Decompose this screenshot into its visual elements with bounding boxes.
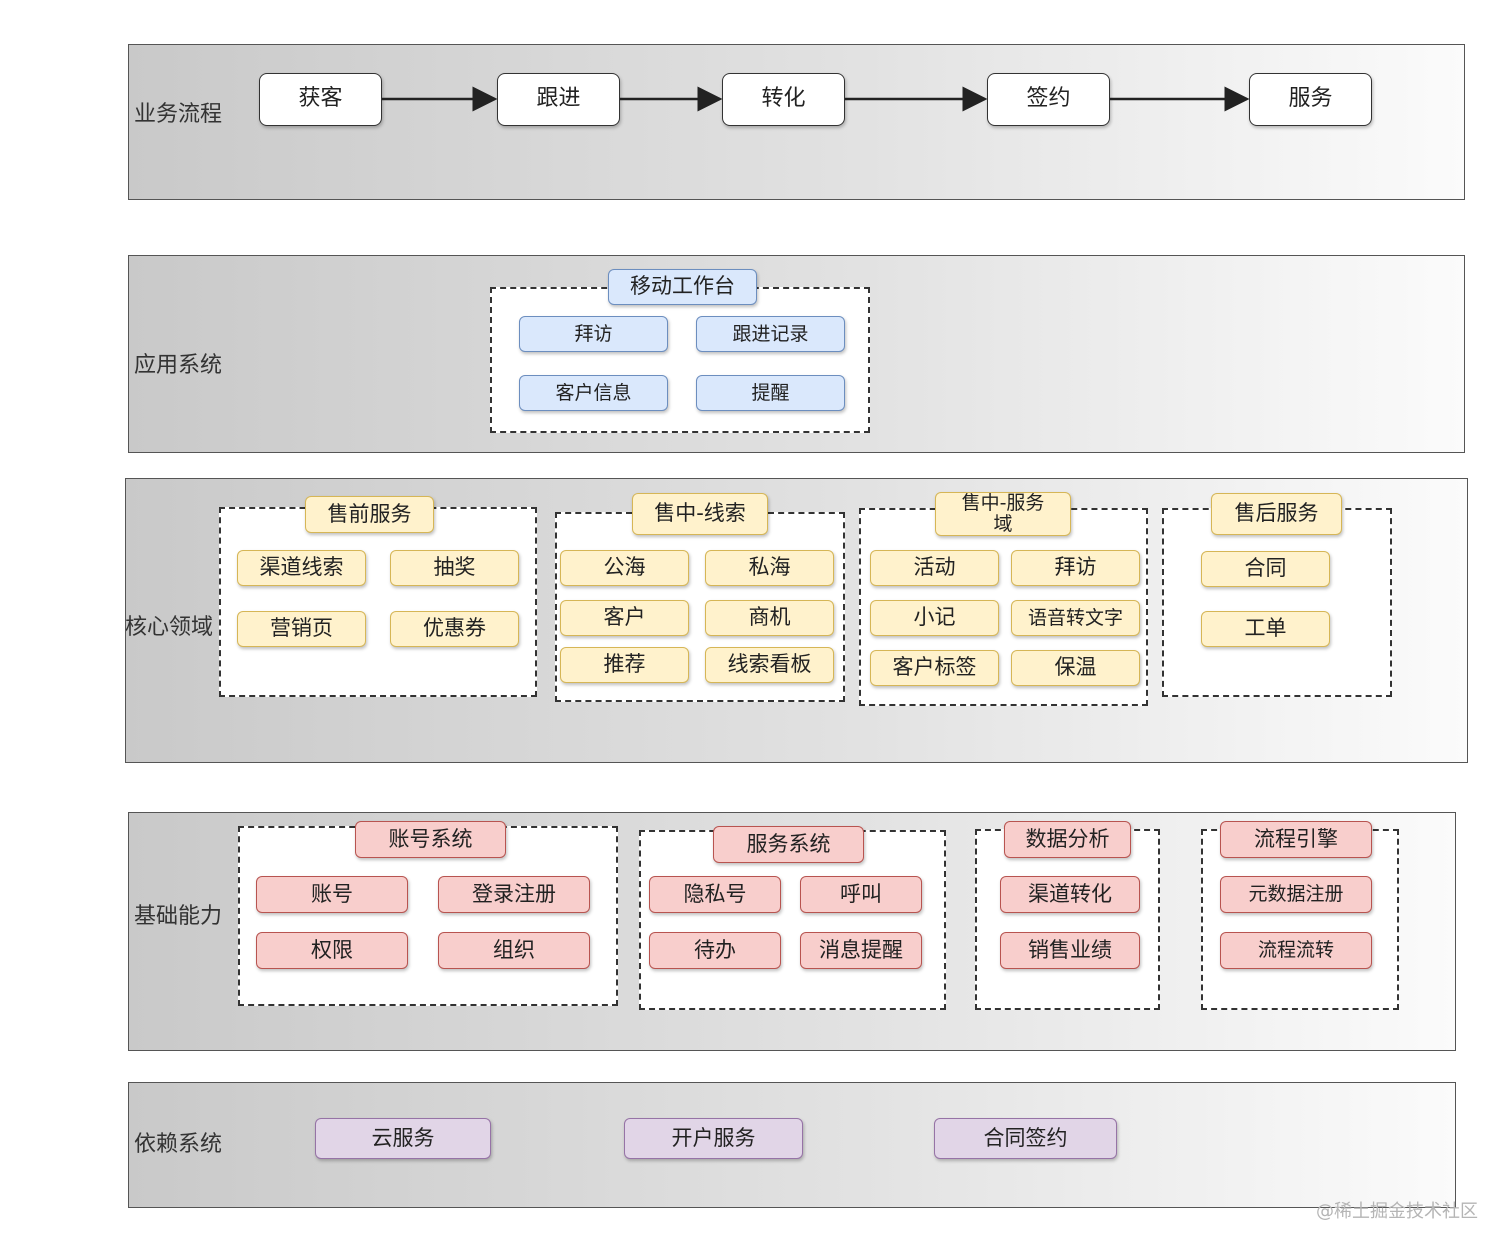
- basic-item-call[interactable]: 呼叫: [800, 876, 922, 913]
- flow-step-acquire[interactable]: 获客: [259, 73, 382, 126]
- app-item-reminder[interactable]: 提醒: [696, 375, 845, 411]
- core-item-keep-warm[interactable]: 保温: [1011, 650, 1140, 686]
- dep-item-cloud-service[interactable]: 云服务: [315, 1118, 491, 1159]
- group-title-process-engine: 流程引擎: [1220, 821, 1372, 858]
- dep-item-account-opening[interactable]: 开户服务: [624, 1118, 803, 1159]
- core-item-coupon[interactable]: 优惠券: [390, 611, 519, 647]
- basic-item-account[interactable]: 账号: [256, 876, 408, 913]
- flow-step-follow-up[interactable]: 跟进: [497, 73, 620, 126]
- layer-label-business-process: 业务流程: [134, 102, 223, 127]
- layer-label-application-system: 应用系统: [134, 353, 223, 378]
- group-aftersale-service: [1162, 508, 1392, 697]
- core-item-public-pool[interactable]: 公海: [560, 550, 689, 586]
- core-item-customer[interactable]: 客户: [560, 600, 689, 636]
- app-item-customer-info[interactable]: 客户信息: [519, 375, 668, 411]
- group-title-presale-service: 售前服务: [305, 496, 434, 533]
- group-process-engine: [1201, 829, 1399, 1010]
- basic-item-process-flow[interactable]: 流程流转: [1220, 932, 1372, 969]
- group-title-insale-lead: 售中-线索: [632, 493, 768, 535]
- group-title-data-analysis: 数据分析: [1004, 821, 1131, 858]
- app-item-follow-record[interactable]: 跟进记录: [696, 316, 845, 352]
- group-data-analysis: [975, 829, 1160, 1010]
- core-item-speech-to-text[interactable]: 语音转文字: [1011, 600, 1140, 636]
- basic-item-privacy-number[interactable]: 隐私号: [649, 876, 781, 913]
- core-item-recommend[interactable]: 推荐: [560, 647, 689, 683]
- dep-item-contract-signing[interactable]: 合同签约: [934, 1118, 1117, 1159]
- basic-item-permission[interactable]: 权限: [256, 932, 408, 969]
- core-item-lead-board[interactable]: 线索看板: [705, 647, 834, 683]
- core-item-channel-lead[interactable]: 渠道线索: [237, 550, 366, 586]
- flow-step-service[interactable]: 服务: [1249, 73, 1372, 126]
- layer-label-dependency-system: 依赖系统: [134, 1132, 223, 1157]
- basic-item-channel-conversion[interactable]: 渠道转化: [1000, 876, 1140, 913]
- layer-label-core-domain: 核心领域: [125, 615, 214, 640]
- group-mobile-workbench: [490, 287, 870, 433]
- watermark: @稀土掘金技术社区: [1316, 1201, 1478, 1222]
- group-title-account-system: 账号系统: [355, 821, 506, 858]
- basic-item-sales-performance[interactable]: 销售业绩: [1000, 932, 1140, 969]
- core-item-opportunity[interactable]: 商机: [705, 600, 834, 636]
- layer-label-basic-capability: 基础能力: [134, 904, 223, 929]
- basic-item-todo[interactable]: 待办: [649, 932, 781, 969]
- core-item-contract[interactable]: 合同: [1201, 551, 1330, 587]
- core-item-lottery[interactable]: 抽奖: [390, 550, 519, 586]
- basic-item-login-register[interactable]: 登录注册: [438, 876, 590, 913]
- app-item-visit[interactable]: 拜访: [519, 316, 668, 352]
- core-item-private-pool[interactable]: 私海: [705, 550, 834, 586]
- group-presale-service: [219, 507, 537, 697]
- core-item-note[interactable]: 小记: [870, 600, 999, 636]
- group-title-service-system: 服务系统: [713, 826, 864, 863]
- core-item-work-order[interactable]: 工单: [1201, 611, 1330, 647]
- group-title-mobile-workbench: 移动工作台: [608, 269, 757, 305]
- basic-item-organization[interactable]: 组织: [438, 932, 590, 969]
- basic-item-message-reminder[interactable]: 消息提醒: [800, 932, 922, 969]
- flow-step-convert[interactable]: 转化: [722, 73, 845, 126]
- basic-item-metadata-register[interactable]: 元数据注册: [1220, 876, 1372, 913]
- core-item-activity[interactable]: 活动: [870, 550, 999, 586]
- core-item-visit[interactable]: 拜访: [1011, 550, 1140, 586]
- group-title-aftersale-service: 售后服务: [1211, 493, 1342, 535]
- flow-step-sign[interactable]: 签约: [987, 73, 1110, 126]
- core-item-customer-tag[interactable]: 客户标签: [870, 650, 999, 686]
- core-item-marketing-page[interactable]: 营销页: [237, 611, 366, 647]
- group-title-insale-service: 售中-服务域: [935, 492, 1071, 536]
